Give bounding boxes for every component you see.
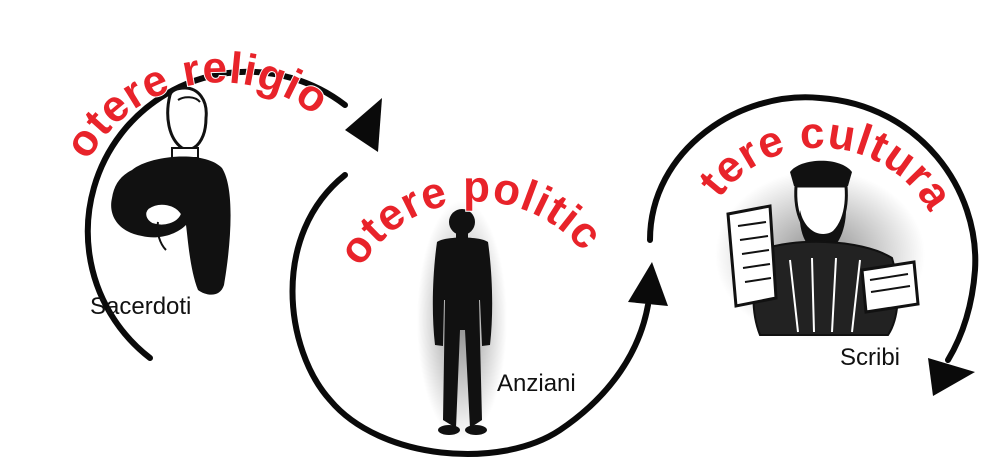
arrowhead-politico <box>628 262 668 306</box>
title-religioso: potere religioso <box>0 0 338 167</box>
arrowhead-religioso <box>345 98 382 152</box>
title-religioso-path: potere religioso <box>0 0 338 167</box>
caption-sacerdoti: Sacerdoti <box>90 293 191 321</box>
caption-anziani: Anziani <box>497 370 576 398</box>
arrowhead-culturale <box>928 358 975 396</box>
caption-scribi: Scribi <box>840 344 900 372</box>
